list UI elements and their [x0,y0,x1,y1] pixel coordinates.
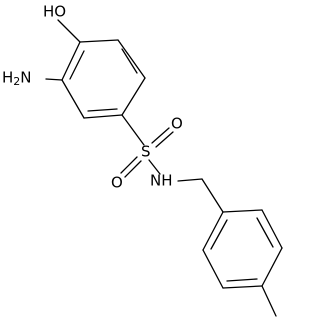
bond-nh-to-ch2 [177,178,203,182]
bond-s-o-top-b [155,131,174,148]
bond-s-o-bottom-b [124,160,142,178]
ring1-bond-c [121,77,146,116]
oxygen-top-label: O [171,115,183,133]
amino-subscript: 2 [13,75,20,88]
ring2-bond-c [261,247,283,287]
amino-h: H [2,69,13,87]
bond-ring-to-oh [57,19,81,43]
sulfur-label: S [141,143,151,161]
ring1-bond-e [61,79,85,119]
ring2-bond-e [202,249,224,289]
bond-ring-to-methyl [261,285,277,317]
ring1-bond-f [61,41,81,81]
bond-ring-to-nh2 [45,78,63,81]
oxygen-bottom-label: O [111,174,123,192]
bond-sulfur-to-nh [148,159,161,175]
amino-label: H2N [2,69,32,89]
ring1-inner-bond-2 [87,108,118,112]
amide-nh-label: NH [150,172,173,190]
ring2-bond-d [222,285,263,289]
chemical-structure: HO H2N S O O NH [2,3,283,317]
bond-s-o-top-a [151,127,170,144]
phenol-ring [61,39,146,119]
ring1-bond-a [79,39,119,43]
ring1-inner-bond-3 [69,50,85,80]
amino-n: N [20,69,31,87]
ring1-bond-d [83,114,123,119]
bond-ch2-to-ring [201,178,224,213]
ring2-bond-f [202,211,224,251]
ring2-inner-bond-3 [210,219,228,250]
bond-s-o-bottom-a [120,156,138,174]
ring1-inner-bond-1 [121,48,138,74]
ring1-bond-b [117,39,146,79]
bond-ring-to-sulfur [121,114,145,146]
ring2-bond-a [222,209,263,213]
ring2-bond-b [261,209,283,249]
ring2-inner-bond-2 [226,278,258,282]
tolyl-ring [202,209,283,289]
hydroxyl-label: HO [43,3,66,21]
ring2-inner-bond-1 [256,217,274,248]
